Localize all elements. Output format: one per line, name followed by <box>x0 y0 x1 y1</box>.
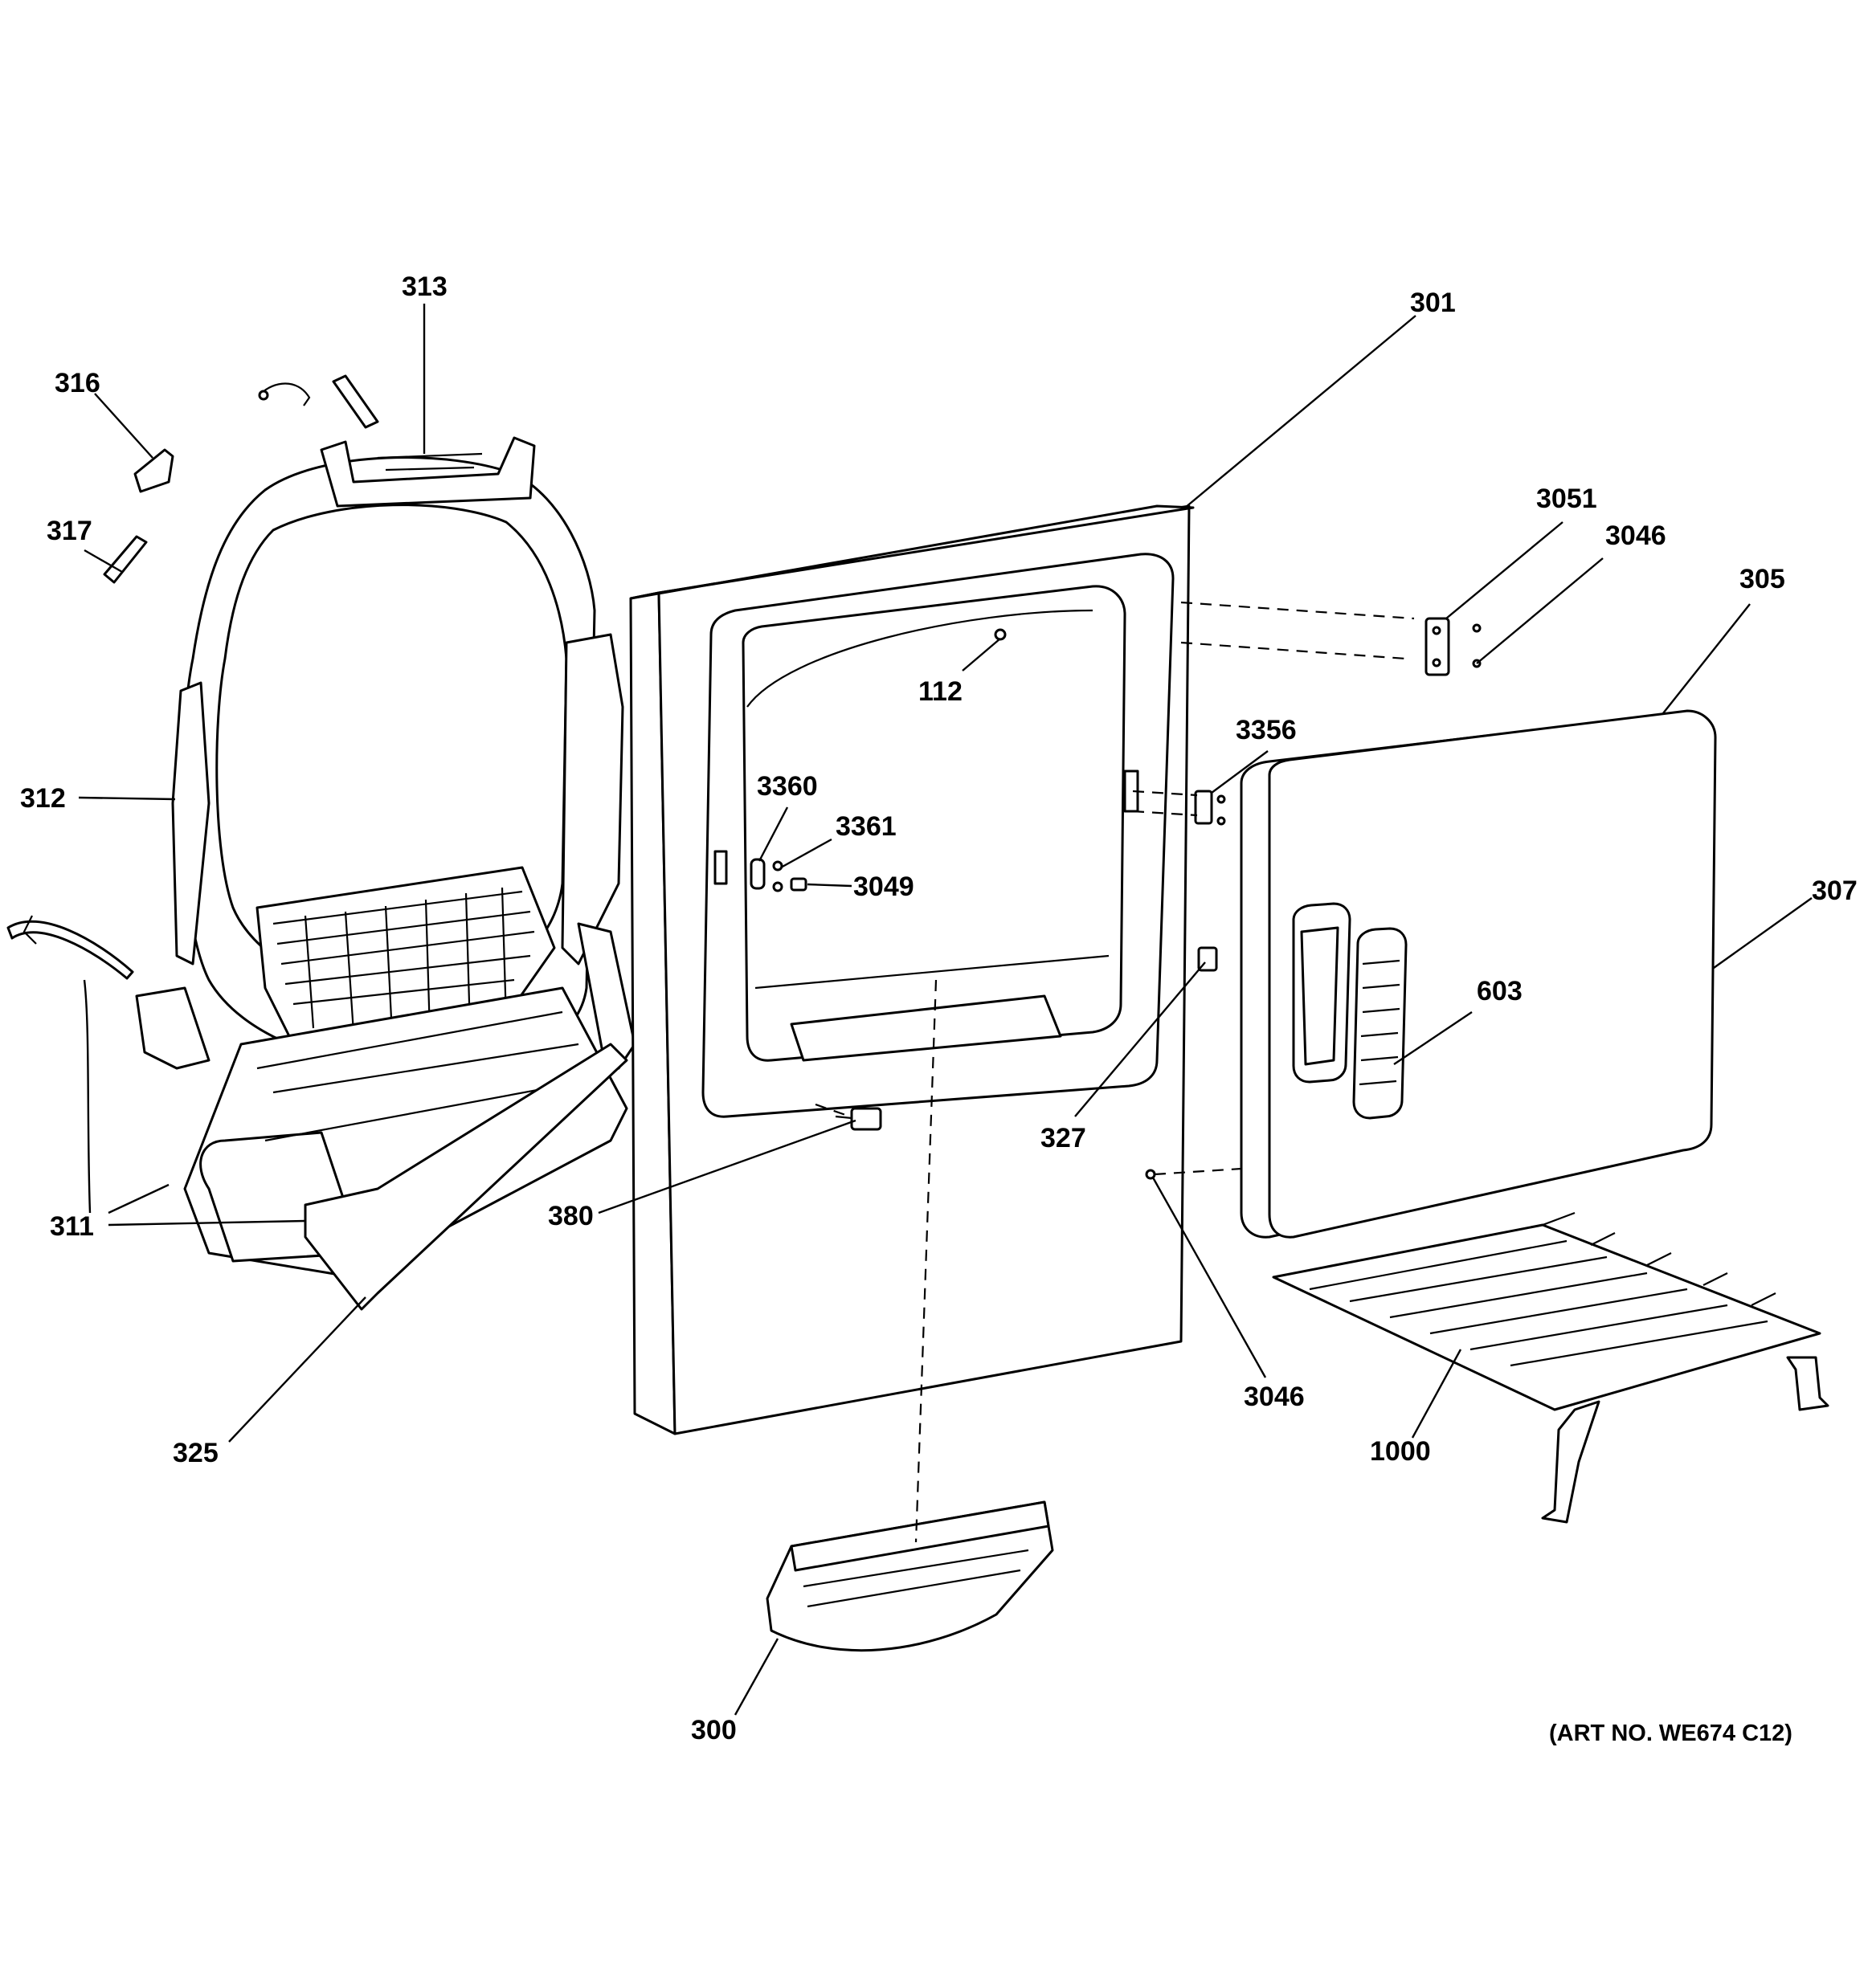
callout-305: 305 <box>1739 564 1785 594</box>
art-number: (ART NO. WE674 C12) <box>1549 1721 1792 1746</box>
callout-603: 603 <box>1477 976 1523 1006</box>
callout-311: 311 <box>50 1211 94 1242</box>
part-300-lint-filter <box>766 1500 1054 1652</box>
callout-3049: 3049 <box>853 872 914 902</box>
callout-3361: 3361 <box>836 811 897 842</box>
callout-312: 312 <box>20 783 66 814</box>
part-380-switch <box>835 1107 882 1131</box>
part-3046-screw <box>1145 1169 1156 1180</box>
leader-lines <box>78 304 1813 1716</box>
door-assembly-305-307 <box>1240 709 1717 1239</box>
callout-3360: 3360 <box>757 771 818 802</box>
callout-1000: 1000 <box>1370 1436 1431 1467</box>
callout-317: 317 <box>47 516 92 546</box>
callout-316: 316 <box>55 368 100 398</box>
alignment-line-filter <box>914 979 938 1543</box>
alignment-line-3356-a <box>1132 790 1198 797</box>
small-strip-part <box>332 374 379 429</box>
callout-3051: 3051 <box>1536 484 1597 514</box>
callout-300: 300 <box>691 1715 737 1745</box>
part-316-clip <box>133 448 174 493</box>
part-3051-hinge <box>1425 617 1482 676</box>
alignment-line-hinge-upper <box>1180 601 1415 620</box>
alignment-line-screw <box>1154 1167 1242 1176</box>
part-112-pin <box>994 628 1007 641</box>
callout-3356: 3356 <box>1236 715 1297 745</box>
hinge-hardware <box>750 858 807 892</box>
callout-3046-lower: 3046 <box>1244 1382 1305 1412</box>
door-seal-strip <box>6 915 134 980</box>
part-1000-drying-rack <box>1272 1211 1829 1524</box>
part-3356-hinge <box>1194 790 1226 826</box>
callout-112: 112 <box>918 676 963 707</box>
callout-307: 307 <box>1812 876 1858 906</box>
callout-313: 313 <box>402 271 448 302</box>
callout-301: 301 <box>1410 288 1456 318</box>
callout-3046-upper: 3046 <box>1605 520 1666 551</box>
small-wire-clip <box>258 382 311 406</box>
alignment-line-380 <box>815 1103 851 1118</box>
callout-327: 327 <box>1040 1123 1086 1153</box>
callout-380: 380 <box>548 1201 594 1231</box>
callout-325: 325 <box>173 1438 219 1468</box>
alignment-line-3356-b <box>1132 810 1198 817</box>
front-bulkhead-assembly <box>135 436 636 1311</box>
front-panel-301 <box>629 504 1195 1435</box>
alignment-line-hinge-lower <box>1180 641 1407 660</box>
part-317-strip <box>103 535 148 584</box>
